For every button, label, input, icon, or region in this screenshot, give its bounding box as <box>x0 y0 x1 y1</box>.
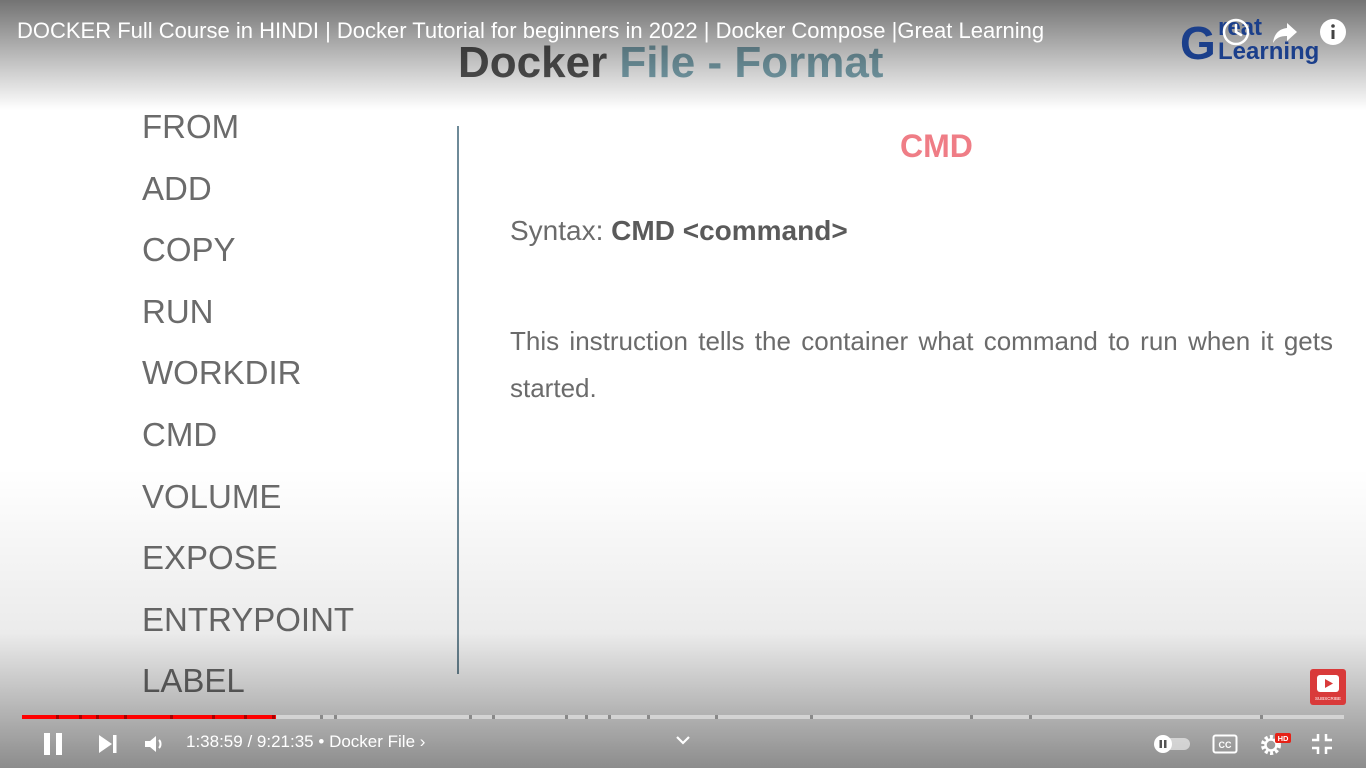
chapter-chevron-icon[interactable]: › <box>419 732 426 751</box>
chapter-marker <box>970 715 973 719</box>
chapter-marker <box>1260 715 1263 719</box>
current-time: 1:38:59 <box>186 732 243 751</box>
instruction-item: EXPOSE <box>142 539 278 577</box>
instruction-item: LABEL <box>142 662 245 700</box>
clock-icon <box>1222 18 1250 46</box>
chapter-marker <box>647 715 650 719</box>
slide-divider <box>457 126 459 674</box>
chapter-marker <box>272 715 275 719</box>
chapter-marker <box>334 715 337 719</box>
autoplay-toggle-icon <box>1154 735 1190 753</box>
progress-played <box>22 715 276 719</box>
slide-heading: Docker File - Format <box>458 38 883 88</box>
instruction-item: FROM <box>142 108 240 145</box>
share-icon <box>1273 23 1297 43</box>
channel-logo: G reat Learning <box>1180 12 1340 72</box>
chapter-marker <box>715 715 718 719</box>
syntax-line: Syntax: CMD <command> <box>510 215 848 247</box>
chapter-marker <box>469 715 472 719</box>
chapter-marker <box>79 715 82 719</box>
detail-title: CMD <box>900 128 973 164</box>
settings-button[interactable]: HD <box>1258 731 1292 757</box>
info-button[interactable] <box>1318 17 1348 47</box>
hd-badge: HD <box>1278 734 1289 743</box>
heading-docker: Docker <box>458 38 608 87</box>
syntax-value: CMD <command> <box>611 215 848 246</box>
expand-description-button[interactable] <box>673 730 693 750</box>
logo-line-2: Learning <box>1218 38 1320 65</box>
chevron-down-icon <box>676 736 690 745</box>
exit-fullscreen-icon <box>1312 734 1332 754</box>
pause-button[interactable] <box>40 731 66 757</box>
chapter-marker <box>1029 715 1032 719</box>
watch-later-button[interactable] <box>1221 17 1251 47</box>
subscribe-watermark[interactable]: SUBSCRIBE <box>1310 669 1346 705</box>
exit-fullscreen-button[interactable] <box>1310 732 1334 756</box>
play-icon: SUBSCRIBE <box>1315 675 1341 701</box>
chapter-dot: • <box>318 732 325 751</box>
instruction-list: FROM ADD COPY RUN WORKDIR CMD VOLUME EXP… <box>142 105 354 721</box>
chapter-marker <box>56 715 59 719</box>
duration: 9:21:35 <box>256 732 314 751</box>
share-button[interactable] <box>1270 17 1300 47</box>
instruction-item: CMD <box>142 415 218 453</box>
volume-icon <box>145 736 162 752</box>
gear-icon: HD <box>1261 733 1291 755</box>
chapter-marker <box>810 715 813 719</box>
captions-button[interactable]: CC <box>1212 733 1238 755</box>
chapter-marker <box>585 715 588 719</box>
chapter-marker <box>608 715 611 719</box>
autoplay-toggle[interactable] <box>1152 734 1192 754</box>
chapter-title[interactable]: Docker File <box>329 732 416 751</box>
instruction-item: WORKDIR <box>142 354 302 392</box>
instruction-item: ENTRYPOINT <box>142 600 355 638</box>
chapter-marker <box>212 715 215 719</box>
instruction-item: COPY <box>142 231 236 269</box>
time-separator: / <box>242 732 257 751</box>
pause-icon <box>44 733 62 755</box>
subscribe-label: SUBSCRIBE <box>1315 696 1341 701</box>
instruction-item: RUN <box>142 292 214 330</box>
chapter-marker <box>96 715 99 719</box>
instruction-description: This instruction tells the container wha… <box>510 326 1333 403</box>
chapter-marker <box>124 715 127 719</box>
logo-letter: G <box>1180 17 1216 69</box>
chapter-marker <box>320 715 323 719</box>
syntax-label: Syntax: <box>510 215 604 246</box>
volume-button[interactable] <box>143 733 167 755</box>
progress-bar[interactable] <box>22 715 1344 719</box>
heading-file-format: File - Format <box>619 38 884 87</box>
instruction-item: ADD <box>142 169 212 207</box>
chapter-marker <box>244 715 247 719</box>
chapter-marker <box>492 715 495 719</box>
time-display: 1:38:59 / 9:21:35 • Docker File › <box>186 732 425 752</box>
instruction-item: VOLUME <box>142 477 282 515</box>
captions-icon: CC <box>1212 734 1238 754</box>
chapter-marker <box>565 715 568 719</box>
info-icon <box>1320 19 1346 45</box>
svg-text:CC: CC <box>1219 740 1232 750</box>
video-title[interactable]: DOCKER Full Course in HINDI | Docker Tut… <box>17 18 1045 43</box>
next-button[interactable] <box>97 733 119 755</box>
chapter-marker <box>170 715 173 719</box>
next-icon <box>99 735 117 753</box>
